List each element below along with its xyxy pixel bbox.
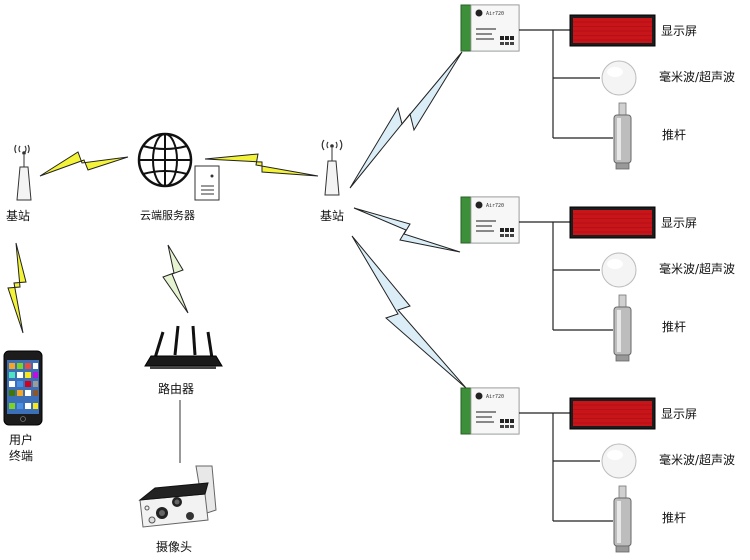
sensor-label: 毫米波/超声波 (659, 69, 735, 84)
base-station-left-label: 基站 (6, 209, 30, 223)
module-label: Air720 (486, 394, 504, 400)
display-label: 显示屏 (661, 216, 697, 230)
cloud-server: 云端服务器 (137, 132, 220, 222)
user-terminal: 用户 终端 (3, 350, 43, 463)
cellular-module-icon: Air720 (460, 196, 520, 244)
actuator-icon (613, 102, 632, 170)
camera-label: 摄像头 (156, 539, 192, 554)
base-station-center-label: 基站 (320, 209, 344, 223)
user-terminal-label-line2: 终端 (9, 448, 33, 463)
sensor-label: 毫米波/超声波 (659, 452, 735, 467)
display-label: 显示屏 (661, 407, 697, 421)
sensor-icon (601, 443, 637, 479)
cellular-module-icon: Air720 (460, 387, 520, 435)
actuator-icon (613, 485, 632, 553)
cloud-server-label: 云端服务器 (140, 209, 195, 222)
module-label: Air720 (486, 203, 504, 209)
lightning-bolt-station-phone (7, 242, 27, 334)
lightning-bolt-cloud-station (204, 153, 319, 177)
module-label: Air720 (486, 11, 504, 17)
led-display-icon (569, 397, 656, 430)
sensor-label: 毫米波/超声波 (659, 261, 735, 276)
base-station-center: 基站 (320, 139, 344, 223)
smartphone-icon (3, 350, 43, 426)
camera: 摄像头 (138, 465, 217, 554)
camera-icon (138, 465, 217, 528)
cellular-module-icon: Air720 (460, 4, 520, 52)
router-icon (144, 325, 223, 369)
actuator-label: 推杆 (662, 320, 686, 334)
base-station-left: 基站 (6, 144, 32, 223)
led-display-icon (569, 206, 656, 239)
actuator-icon (613, 294, 632, 362)
wireless-links (7, 51, 467, 389)
lightning-bolt-station-cloud (39, 151, 129, 177)
lightning-bolt-station-group1 (349, 51, 463, 189)
antenna-icon (321, 139, 343, 196)
lightning-bolt-station-group3 (351, 235, 467, 389)
actuator-label: 推杆 (662, 511, 686, 525)
globe-icon (137, 132, 193, 188)
sensor-icon (601, 252, 637, 288)
server-icon (194, 165, 220, 201)
device-groups: Air720显示屏毫米波/超声波推杆Air720显示屏毫米波/超声波推杆Air7… (460, 4, 735, 553)
router-label: 路由器 (158, 381, 194, 396)
display-label: 显示屏 (661, 24, 697, 38)
led-display-icon (569, 14, 656, 47)
user-terminal-label-line1: 用户 (9, 432, 33, 447)
lightning-bolt-cloud-router (162, 244, 189, 314)
actuator-label: 推杆 (662, 128, 686, 142)
sensor-icon (601, 60, 637, 96)
lightning-bolt-station-group2 (353, 207, 461, 253)
antenna-icon (14, 144, 32, 201)
router: 路由器 (144, 325, 223, 396)
